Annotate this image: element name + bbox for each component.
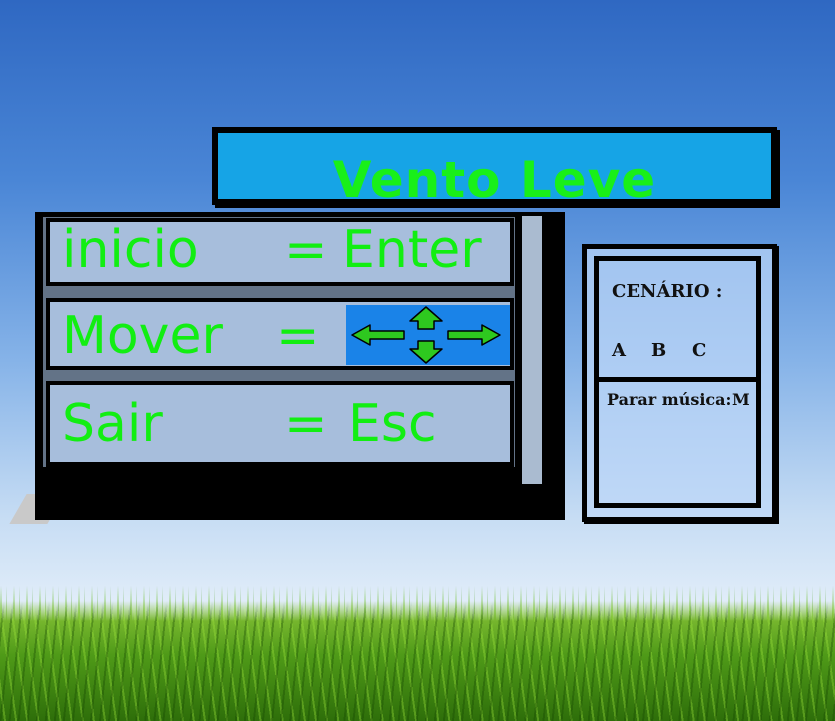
grass-background: [0, 601, 835, 721]
arrow-keys-icon: [346, 305, 510, 365]
arrow-right-icon: [447, 324, 501, 346]
control-key-enter: Enter: [342, 220, 482, 280]
settings-panel: [582, 244, 777, 522]
stop-music-key: M: [732, 390, 750, 409]
scenario-option-b[interactable]: B: [651, 340, 667, 361]
control-equals-start: =: [284, 220, 328, 280]
control-action-start: inicio: [62, 220, 199, 280]
scenario-option-c[interactable]: C: [692, 340, 707, 361]
scenario-label: CENÁRIO :: [612, 281, 723, 302]
control-action-move: Mover: [62, 306, 223, 366]
control-key-esc: Esc: [348, 394, 437, 454]
control-row-start: [46, 218, 514, 286]
settings-divider: [594, 377, 761, 382]
game-title: Vento Leve: [332, 151, 657, 209]
arrow-left-icon: [351, 324, 405, 346]
title-banner: Vento Leve: [212, 127, 777, 205]
control-action-exit: Sair: [62, 394, 163, 454]
scenario-option-a[interactable]: A: [612, 340, 626, 361]
control-row-exit: [46, 381, 514, 467]
stop-music-label: Parar música:: [607, 390, 732, 409]
settings-panel-inner: [594, 256, 761, 508]
controls-panel-edge: [522, 216, 542, 484]
arrow-down-icon: [409, 340, 443, 364]
control-equals-exit: =: [284, 394, 328, 454]
arrow-up-icon: [409, 306, 443, 330]
control-equals-move: =: [276, 306, 320, 366]
